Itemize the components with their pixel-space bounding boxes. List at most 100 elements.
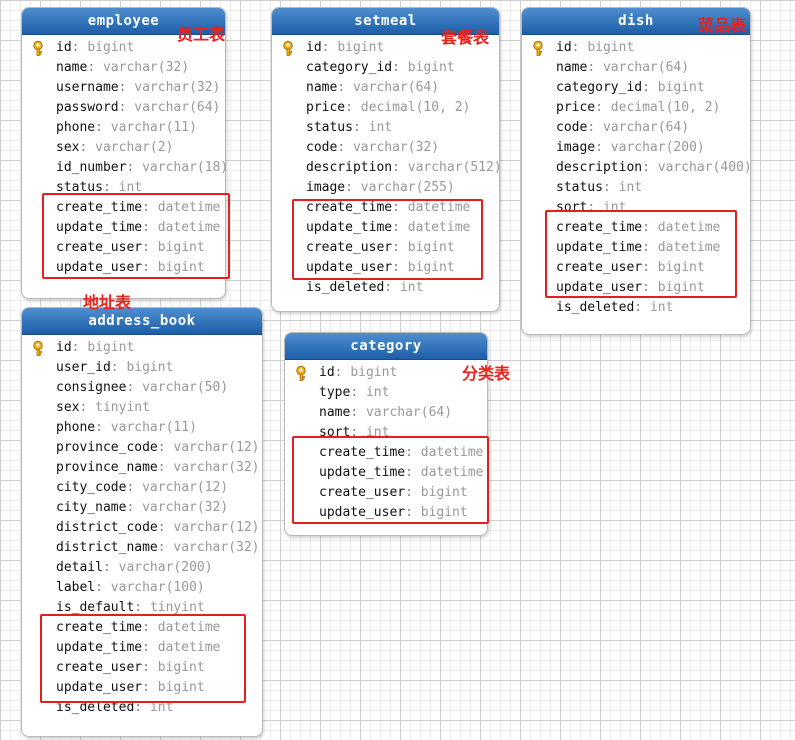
field-type: varchar(255) (360, 180, 455, 195)
field-row[interactable]: is_default: tinyint (22, 598, 262, 618)
field-row[interactable]: update_user: bigint (22, 258, 225, 278)
field-name: label (56, 580, 96, 595)
field-row[interactable]: create_user: bigint (272, 238, 499, 258)
field-row[interactable]: password: varchar(64) (22, 98, 225, 118)
field-row[interactable]: price: decimal(10, 2) (272, 98, 499, 118)
field-row[interactable]: province_code: varchar(12) (22, 438, 262, 458)
field-row[interactable]: name: varchar(64) (522, 58, 750, 78)
field-type: varchar(11) (110, 420, 197, 435)
field-row[interactable]: create_time: datetime (272, 198, 499, 218)
field-row[interactable]: update_time: datetime (285, 463, 487, 483)
field-row[interactable]: create_user: bigint (22, 658, 262, 678)
field-row[interactable]: price: decimal(10, 2) (522, 98, 750, 118)
table-title: address_book (22, 308, 262, 335)
field-type: varchar(32) (102, 60, 190, 75)
field-row[interactable]: create_time: datetime (522, 218, 750, 238)
field-name: create_user (306, 240, 393, 255)
field-row[interactable]: district_name: varchar(32) (22, 538, 262, 558)
field-name: city_code (56, 480, 127, 495)
field-type: varchar(12) (173, 440, 260, 455)
field-type: bigint (657, 280, 705, 295)
field-row[interactable]: create_time: datetime (22, 198, 225, 218)
field-separator: : (595, 140, 611, 155)
field-row[interactable]: id: bigint (22, 338, 262, 358)
field-row[interactable]: code: varchar(32) (272, 138, 499, 158)
primary-key-icon (32, 340, 48, 356)
table-title: dish (522, 8, 750, 35)
field-row[interactable]: name: varchar(64) (285, 403, 487, 423)
field-row[interactable]: code: varchar(64) (522, 118, 750, 138)
field-type: varchar(12) (142, 480, 229, 495)
field-name: detail (56, 560, 103, 575)
field-row[interactable]: update_user: bigint (522, 278, 750, 298)
field-row[interactable]: create_time: datetime (22, 618, 262, 638)
field-row[interactable]: category_id: bigint (272, 58, 499, 78)
field-row[interactable]: city_code: varchar(12) (22, 478, 262, 498)
annotation-category: 分类表 (462, 364, 511, 383)
field-row[interactable]: district_code: varchar(12) (22, 518, 262, 538)
field-row[interactable]: description: varchar(400) (522, 158, 752, 178)
field-row[interactable]: id_number: varchar(18) (22, 158, 228, 178)
field-row[interactable]: create_time: datetime (285, 443, 487, 463)
field-row[interactable]: province_name: varchar(32) (22, 458, 262, 478)
field-name: id (306, 40, 322, 55)
field-row[interactable]: update_user: bigint (272, 258, 499, 278)
field-row[interactable]: type: int (285, 383, 487, 403)
field-row[interactable]: consignee: varchar(50) (22, 378, 262, 398)
field-row[interactable]: update_time: datetime (522, 238, 750, 258)
field-row[interactable]: update_time: datetime (272, 218, 499, 238)
field-row[interactable]: detail: varchar(200) (22, 558, 262, 578)
field-type: bigint (657, 80, 705, 95)
field-row[interactable]: description: varchar(512) (272, 158, 502, 178)
field-type: datetime (157, 220, 221, 235)
field-type: decimal(10, 2) (610, 100, 721, 115)
field-row[interactable]: status: int (22, 178, 225, 198)
field-row[interactable]: status: int (522, 178, 750, 198)
field-name: update_time (556, 240, 643, 255)
field-row[interactable]: phone: varchar(11) (22, 418, 262, 438)
field-row[interactable]: id: bigint (522, 38, 750, 58)
field-row[interactable]: image: varchar(255) (272, 178, 499, 198)
field-row[interactable]: update_user: bigint (285, 503, 487, 523)
field-row[interactable]: create_user: bigint (285, 483, 487, 503)
field-row[interactable]: is_deleted: int (272, 278, 499, 298)
field-row[interactable]: is_deleted: int (522, 298, 750, 318)
field-name: consignee (56, 380, 127, 395)
field-row[interactable]: id: bigint (22, 38, 225, 58)
field-row[interactable]: username: varchar(32) (22, 78, 225, 98)
field-row[interactable]: id: bigint (285, 363, 487, 383)
field-type: datetime (657, 240, 721, 255)
field-separator: : (392, 200, 408, 215)
field-row[interactable]: image: varchar(200) (522, 138, 750, 158)
field-row[interactable]: update_time: datetime (22, 638, 262, 658)
field-row[interactable]: is_deleted: int (22, 698, 262, 718)
field-row[interactable]: create_user: bigint (22, 238, 225, 258)
field-row[interactable]: name: varchar(64) (272, 78, 499, 98)
field-row[interactable]: category_id: bigint (522, 78, 750, 98)
field-row[interactable]: sex: varchar(2) (22, 138, 225, 158)
field-separator: : (87, 60, 103, 75)
field-row[interactable]: label: varchar(100) (22, 578, 262, 598)
field-name: id_number (56, 160, 127, 175)
field-row[interactable]: id: bigint (272, 38, 499, 58)
field-row[interactable]: update_user: bigint (22, 678, 262, 698)
field-row[interactable]: user_id: bigint (22, 358, 262, 378)
field-row[interactable]: update_time: datetime (22, 218, 225, 238)
field-row[interactable]: sex: tinyint (22, 398, 262, 418)
highlight-box-setmeal (292, 199, 483, 280)
field-name: code (556, 120, 588, 135)
field-row[interactable]: name: varchar(32) (22, 58, 225, 78)
field-row[interactable]: status: int (272, 118, 499, 138)
field-row[interactable]: phone: varchar(11) (22, 118, 225, 138)
field-type: bigint (657, 260, 705, 275)
field-row[interactable]: create_user: bigint (522, 258, 750, 278)
field-type: bigint (157, 660, 205, 675)
field-type: varchar(64) (365, 405, 453, 420)
field-row[interactable]: city_name: varchar(32) (22, 498, 262, 518)
